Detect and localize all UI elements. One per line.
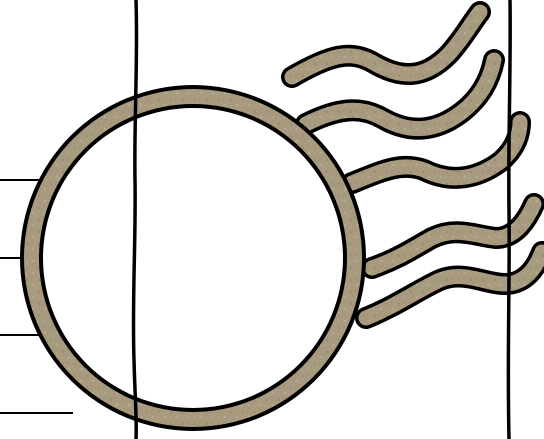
cell-ring: [20, 85, 366, 431]
vertical-line-left: [133, 0, 136, 439]
tail-1: [292, 12, 480, 77]
vertical-line-right: [508, 0, 510, 439]
